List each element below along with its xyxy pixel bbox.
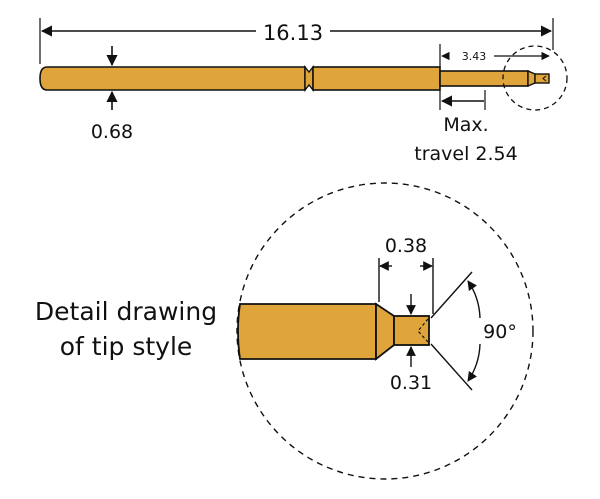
angle-arc-lower	[467, 343, 481, 382]
detail-plunger-body	[237, 303, 377, 360]
angle-arc-upper	[467, 280, 481, 319]
detail-taper	[375, 302, 395, 361]
pin-barrel-right	[312, 66, 441, 91]
detail-title-line2: of tip style	[60, 332, 193, 361]
pin-barrel-groove	[304, 65, 314, 92]
pin-barrel-left	[39, 66, 306, 91]
detail-circle	[236, 182, 534, 480]
overall-length-label: 16.13	[263, 21, 323, 45]
angle-line-lower	[430, 343, 473, 391]
pin-tip	[534, 73, 550, 84]
detail-callout-circle	[502, 45, 568, 111]
detail-title-line1: Detail drawing	[35, 297, 217, 326]
tip-length-label: 0.38	[385, 235, 427, 257]
pin-tip-point	[542, 75, 547, 82]
diameter-label: 0.68	[91, 121, 133, 143]
pin-plunger-neck	[527, 69, 536, 88]
tip-width-label: 0.31	[390, 372, 432, 394]
tip-section-length-label: 3.43	[462, 50, 487, 63]
detail-tip	[393, 315, 430, 346]
max-travel-label-line1: Max.	[443, 114, 488, 136]
pin-plunger	[439, 70, 529, 87]
angle-line-upper	[430, 271, 473, 319]
tip-angle-label: 90°	[483, 321, 517, 343]
max-travel-label-line2: travel 2.54	[414, 143, 517, 165]
